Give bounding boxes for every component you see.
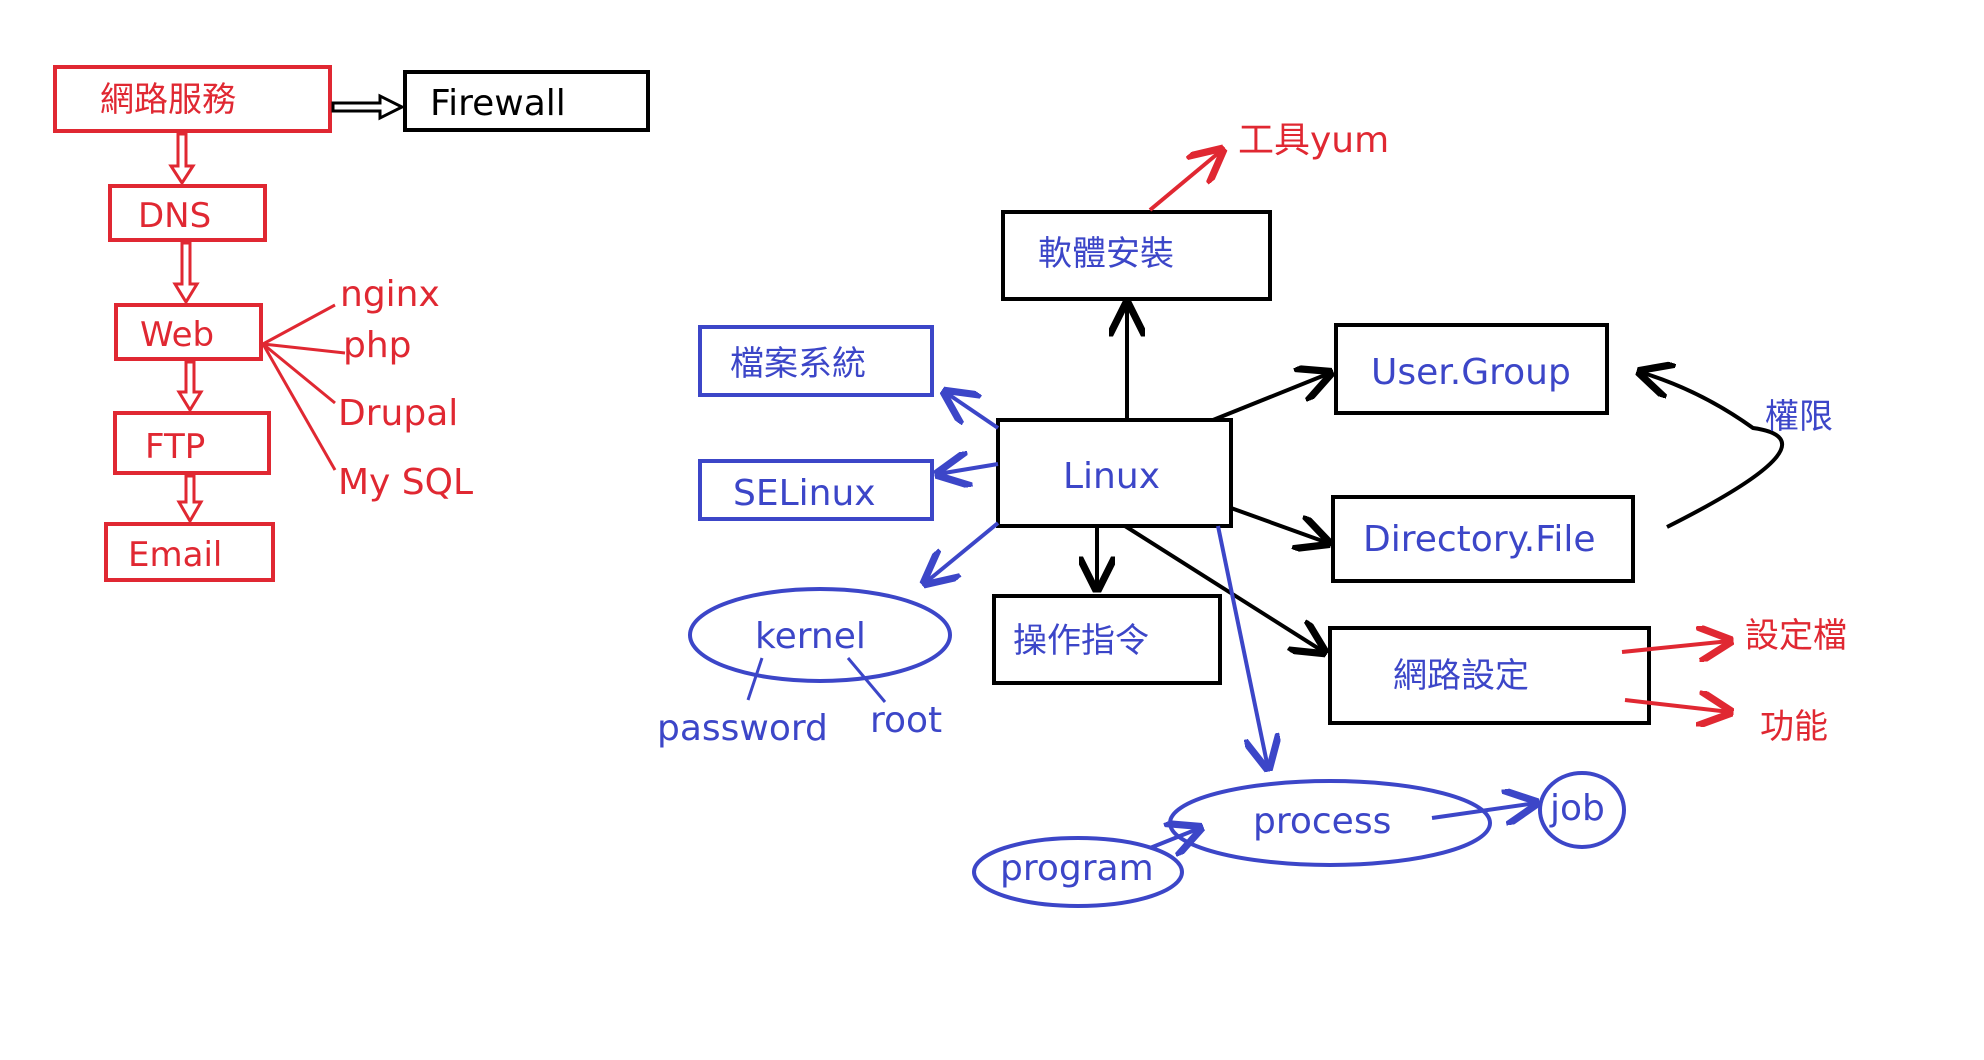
permissions-label: 權限 [1765,397,1833,437]
kernel-ellipse [688,587,952,683]
user-group-label: User.Group [1371,352,1571,393]
file-system-label: 檔案系統 [730,344,866,384]
network-settings-box [1328,626,1651,725]
program-ellipse [972,836,1184,908]
program-label: program [1000,848,1154,889]
kernel-to-root-line [846,657,887,703]
web-label: Web [140,315,214,355]
process-to-job-arrow [1431,803,1536,818]
tool-yum-label: 工具yum [1238,120,1389,161]
function-label: 功能 [1760,707,1828,747]
linux-to-networksettings-arrow [1123,524,1324,652]
linux-box [996,418,1233,528]
root-label: root [870,700,942,741]
software-install-box [1001,210,1272,301]
services-to-firewall-arrow [331,93,406,121]
network-to-function-arrow [1624,700,1730,712]
software-install-label: 軟體安裝 [1038,234,1174,274]
process-label: process [1253,801,1391,842]
linux-to-process-arrow [1216,525,1268,768]
web-branch-lines [261,303,346,471]
selinux-box [698,459,934,521]
program-to-process-arrow [1149,828,1200,848]
software-to-yum-arrow [1148,150,1222,212]
dns-label: DNS [138,196,211,236]
permissions-curve-arrow [1640,372,1784,529]
dns-box [108,184,267,242]
dns-to-web-arrow [172,241,200,305]
web-box [114,303,263,361]
file-system-box [698,325,934,397]
email-label: Email [128,535,222,575]
linux-to-directoryfile-arrow [1230,506,1328,543]
linux-to-usergroup-arrow [1212,373,1330,422]
web-item-nginx: nginx [340,274,440,315]
linux-to-kernel-arrow [925,521,1000,583]
web-item-mysql: My SQL [338,462,473,503]
web-item-drupal: Drupal [338,393,458,434]
network-services-box [53,65,332,133]
linux-to-selinux-arrow [938,464,999,474]
services-to-dns-arrow [168,132,196,186]
operation-commands-box [992,594,1222,685]
network-services-group: 網路服務 Firewall DNS Web FTP Email [53,65,650,582]
network-settings-label: 網路設定 [1393,656,1529,696]
selinux-label: SELinux [733,473,876,514]
linux-to-filesystem-arrow [945,392,1000,430]
linux-label: Linux [1063,456,1160,497]
ftp-box [113,411,271,475]
kernel-label: kernel [755,616,866,657]
web-item-php: php [343,325,412,366]
kernel-to-password-line [746,657,764,701]
firewall-box [403,70,650,132]
network-services-label: 網路服務 [100,80,236,120]
directory-file-label: Directory.File [1363,519,1595,560]
operation-commands-label: 操作指令 [1013,621,1149,661]
ftp-to-email-arrow [176,474,204,524]
ftp-label: FTP [145,427,205,467]
job-label: job [1549,788,1605,829]
web-to-ftp-arrow [176,360,204,413]
network-to-config-arrow [1621,641,1730,652]
password-label: password [657,708,828,749]
firewall-label: Firewall [430,83,566,124]
email-box [104,522,275,582]
linux-map-group: Linux 軟體安裝 工具yum 檔案系統 SELinux kernel pas… [657,120,1847,908]
config-file-label: 設定檔 [1745,616,1847,656]
